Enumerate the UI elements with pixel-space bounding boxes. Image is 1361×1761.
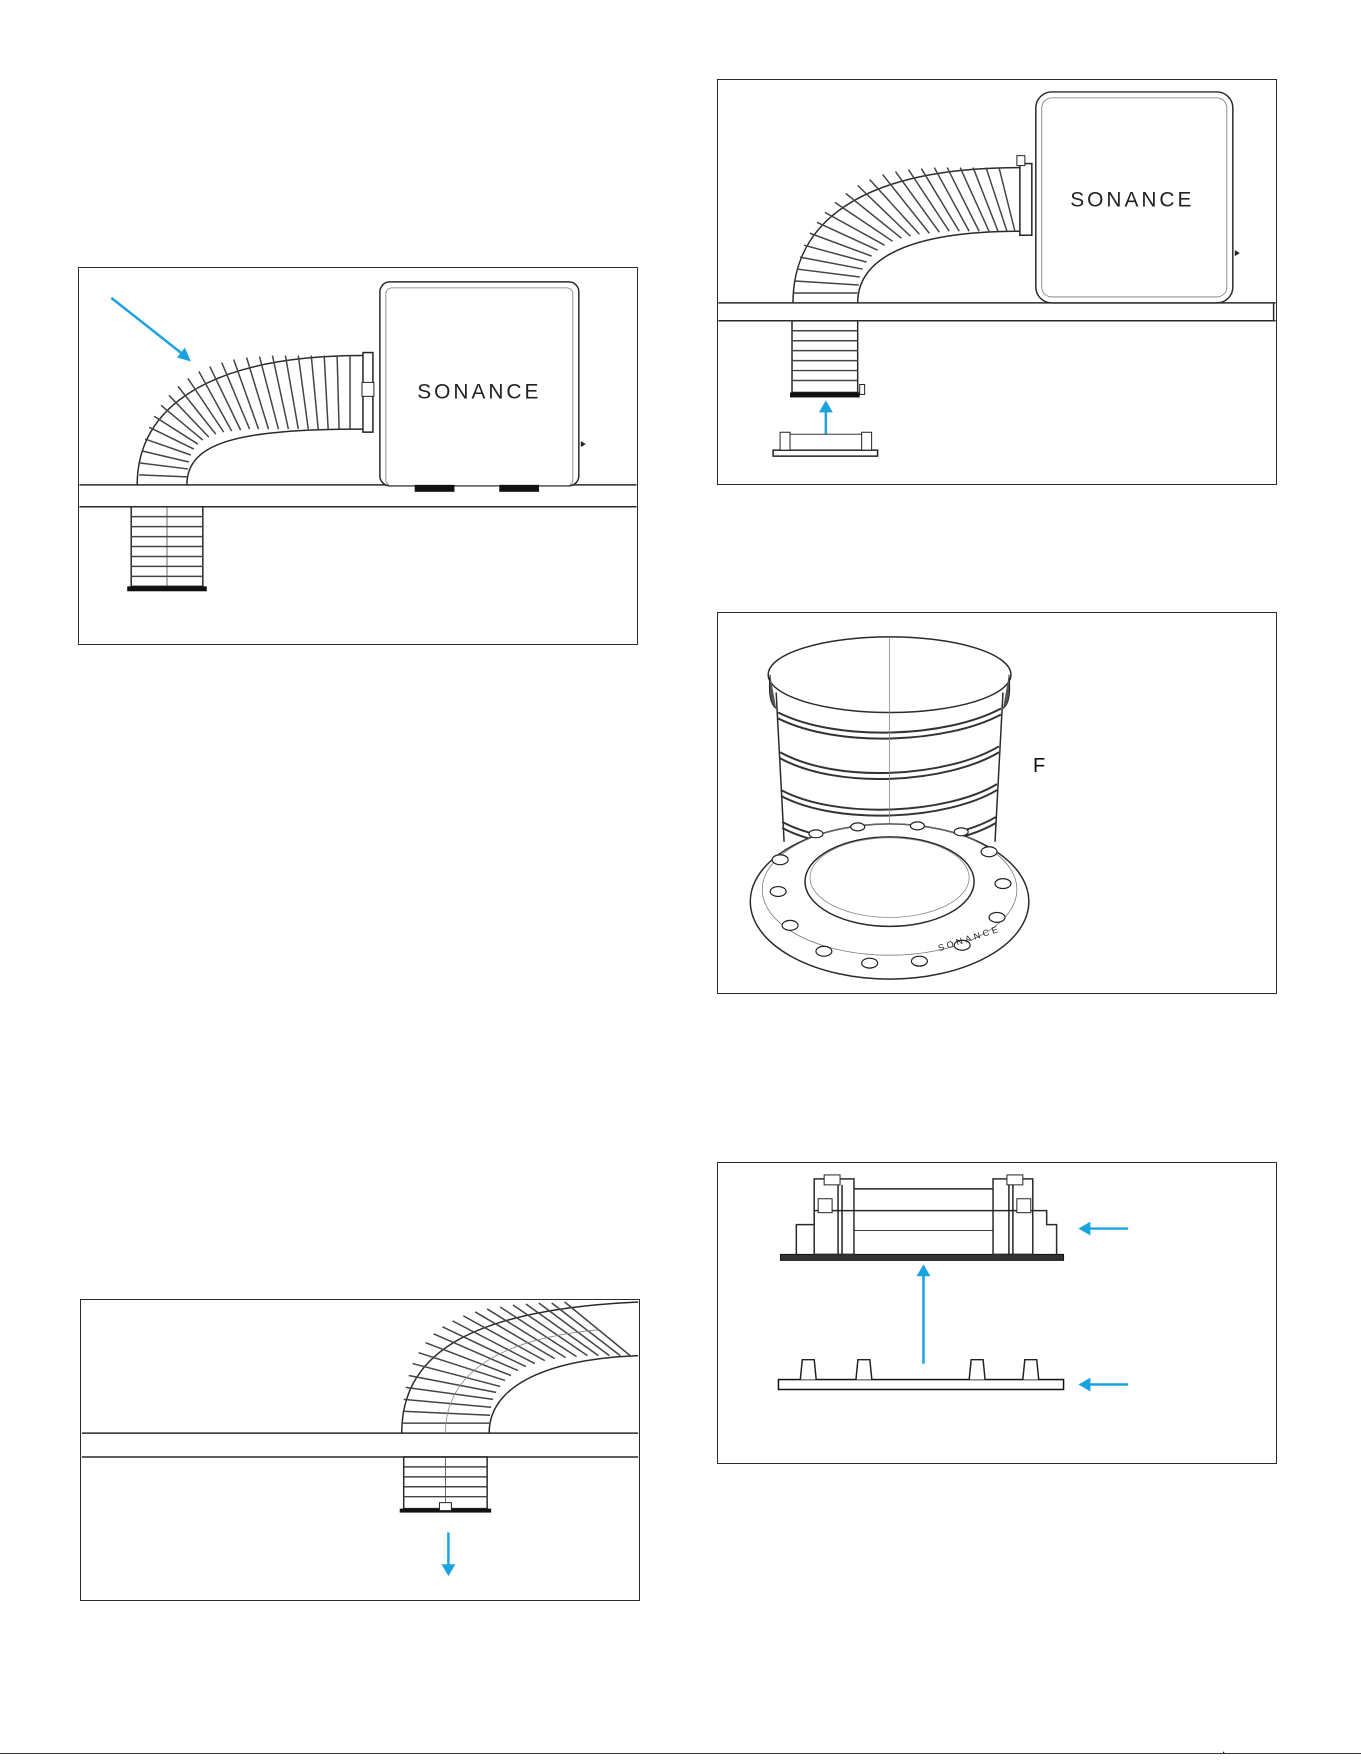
figure-adapter-assembly-exploded — [717, 1162, 1277, 1464]
figure-duct-removal — [80, 1299, 640, 1601]
figure-5-drawing — [81, 1300, 639, 1600]
arrow-icon — [917, 1264, 931, 1363]
figure-2-drawing: SONANCE — [718, 80, 1276, 484]
arrow-icon — [441, 1532, 455, 1576]
arrow-icon — [111, 298, 191, 362]
figure-enclosure-adapter-below: SONANCE — [717, 79, 1277, 485]
figure-1-drawing: SONANCE — [79, 268, 637, 644]
arrow-icon — [1078, 1222, 1128, 1236]
figure-4-drawing — [718, 1163, 1276, 1463]
enclosure-brand-logo: SONANCE — [1070, 188, 1194, 211]
arrow-icon — [1078, 1378, 1128, 1392]
arrow-icon — [819, 400, 833, 434]
figure-enclosure-duct-installed: SONANCE — [78, 267, 638, 645]
callout-letter-f: F — [1033, 755, 1045, 778]
figure-duct-adapter-isometric: SONANCE F — [717, 612, 1277, 994]
figure-3-drawing: SONANCE — [718, 613, 1276, 993]
footer-page-mark: . — [1222, 1742, 1225, 1756]
enclosure-brand-logo: SONANCE — [417, 380, 541, 403]
footer-rule — [0, 1753, 1361, 1754]
